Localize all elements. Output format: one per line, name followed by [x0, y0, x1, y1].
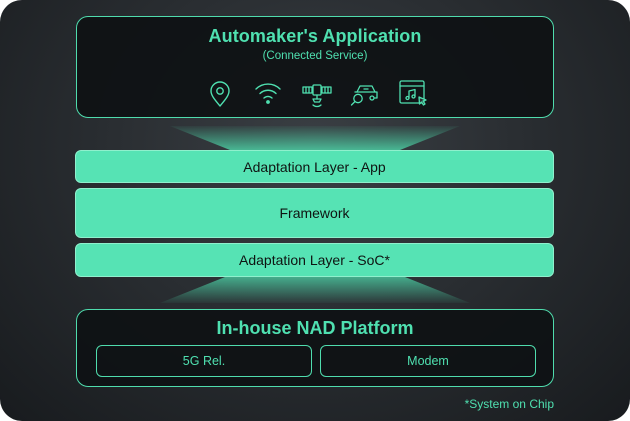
adaptation-layer-soc: Adaptation Layer - SoC* — [75, 243, 554, 277]
framework-layer: Framework — [75, 188, 554, 238]
top-connector-glow — [170, 126, 460, 150]
component-modem: Modem — [320, 345, 536, 377]
component-5g-rel: 5G Rel. — [96, 345, 312, 377]
wifi-icon — [252, 77, 284, 109]
automaker-application-box: Automaker's Application (Connected Servi… — [76, 16, 554, 118]
location-pin-icon — [204, 77, 236, 109]
satellite-icon — [301, 77, 333, 109]
adaptation-layer-app: Adaptation Layer - App — [75, 150, 554, 183]
footnote: *System on Chip — [464, 397, 554, 411]
application-title: Automaker's Application — [208, 26, 422, 46]
nad-platform-title: In-house NAD Platform — [216, 318, 414, 338]
application-subtitle: (Connected Service) — [262, 50, 368, 62]
media-window-icon — [397, 77, 429, 109]
car-search-icon — [348, 77, 380, 109]
service-icons — [77, 77, 553, 109]
bottom-connector-glow — [160, 277, 470, 303]
nad-platform-box: In-house NAD Platform 5G Rel. Modem — [76, 309, 554, 387]
